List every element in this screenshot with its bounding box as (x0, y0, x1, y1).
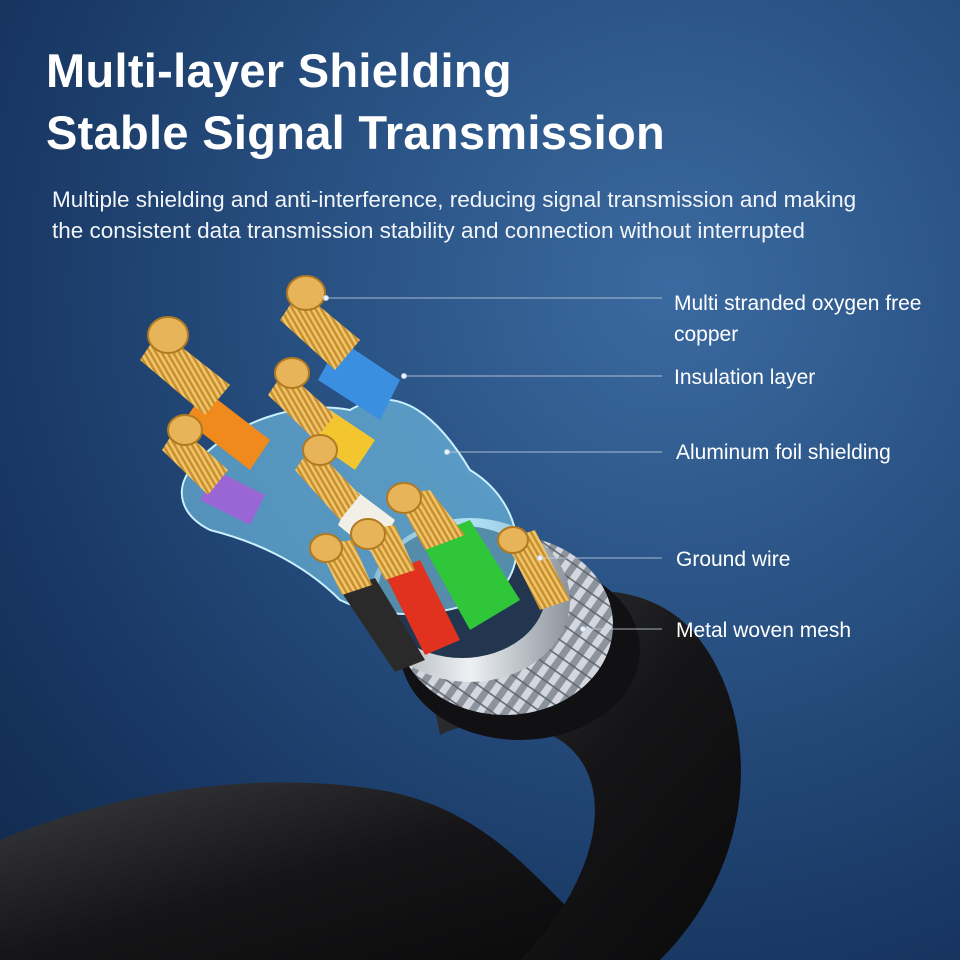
callout-mesh: Metal woven mesh (676, 619, 852, 642)
wire-yellow (268, 357, 375, 470)
callout-ground: Ground wire (676, 548, 791, 571)
wire-red (350, 518, 460, 655)
wire-black (309, 533, 425, 672)
wire-green (386, 482, 520, 630)
outer-jacket (0, 782, 620, 960)
wire-blue (280, 275, 400, 420)
headline-line-1: Multi-layer Shielding (46, 44, 512, 97)
callout-foil: Aluminum foil shielding (676, 441, 891, 464)
callout-copper-line-1: Multi stranded oxygen free (674, 292, 922, 315)
wire-orange (140, 316, 270, 470)
callout-leader-lines (323, 295, 662, 632)
headline: Multi-layer Shielding Stable Signal Tran… (46, 40, 665, 164)
callout-copper: Multi stranded oxygen free copper (674, 288, 921, 350)
description-text: Multiple shielding and anti-interference… (52, 187, 857, 243)
headline-line-2: Stable Signal Transmission (46, 106, 665, 159)
callout-copper-line-2: copper (674, 323, 739, 346)
wire-purple (162, 414, 265, 525)
callout-insulation: Insulation layer (674, 366, 816, 389)
ground-wire (497, 526, 570, 610)
